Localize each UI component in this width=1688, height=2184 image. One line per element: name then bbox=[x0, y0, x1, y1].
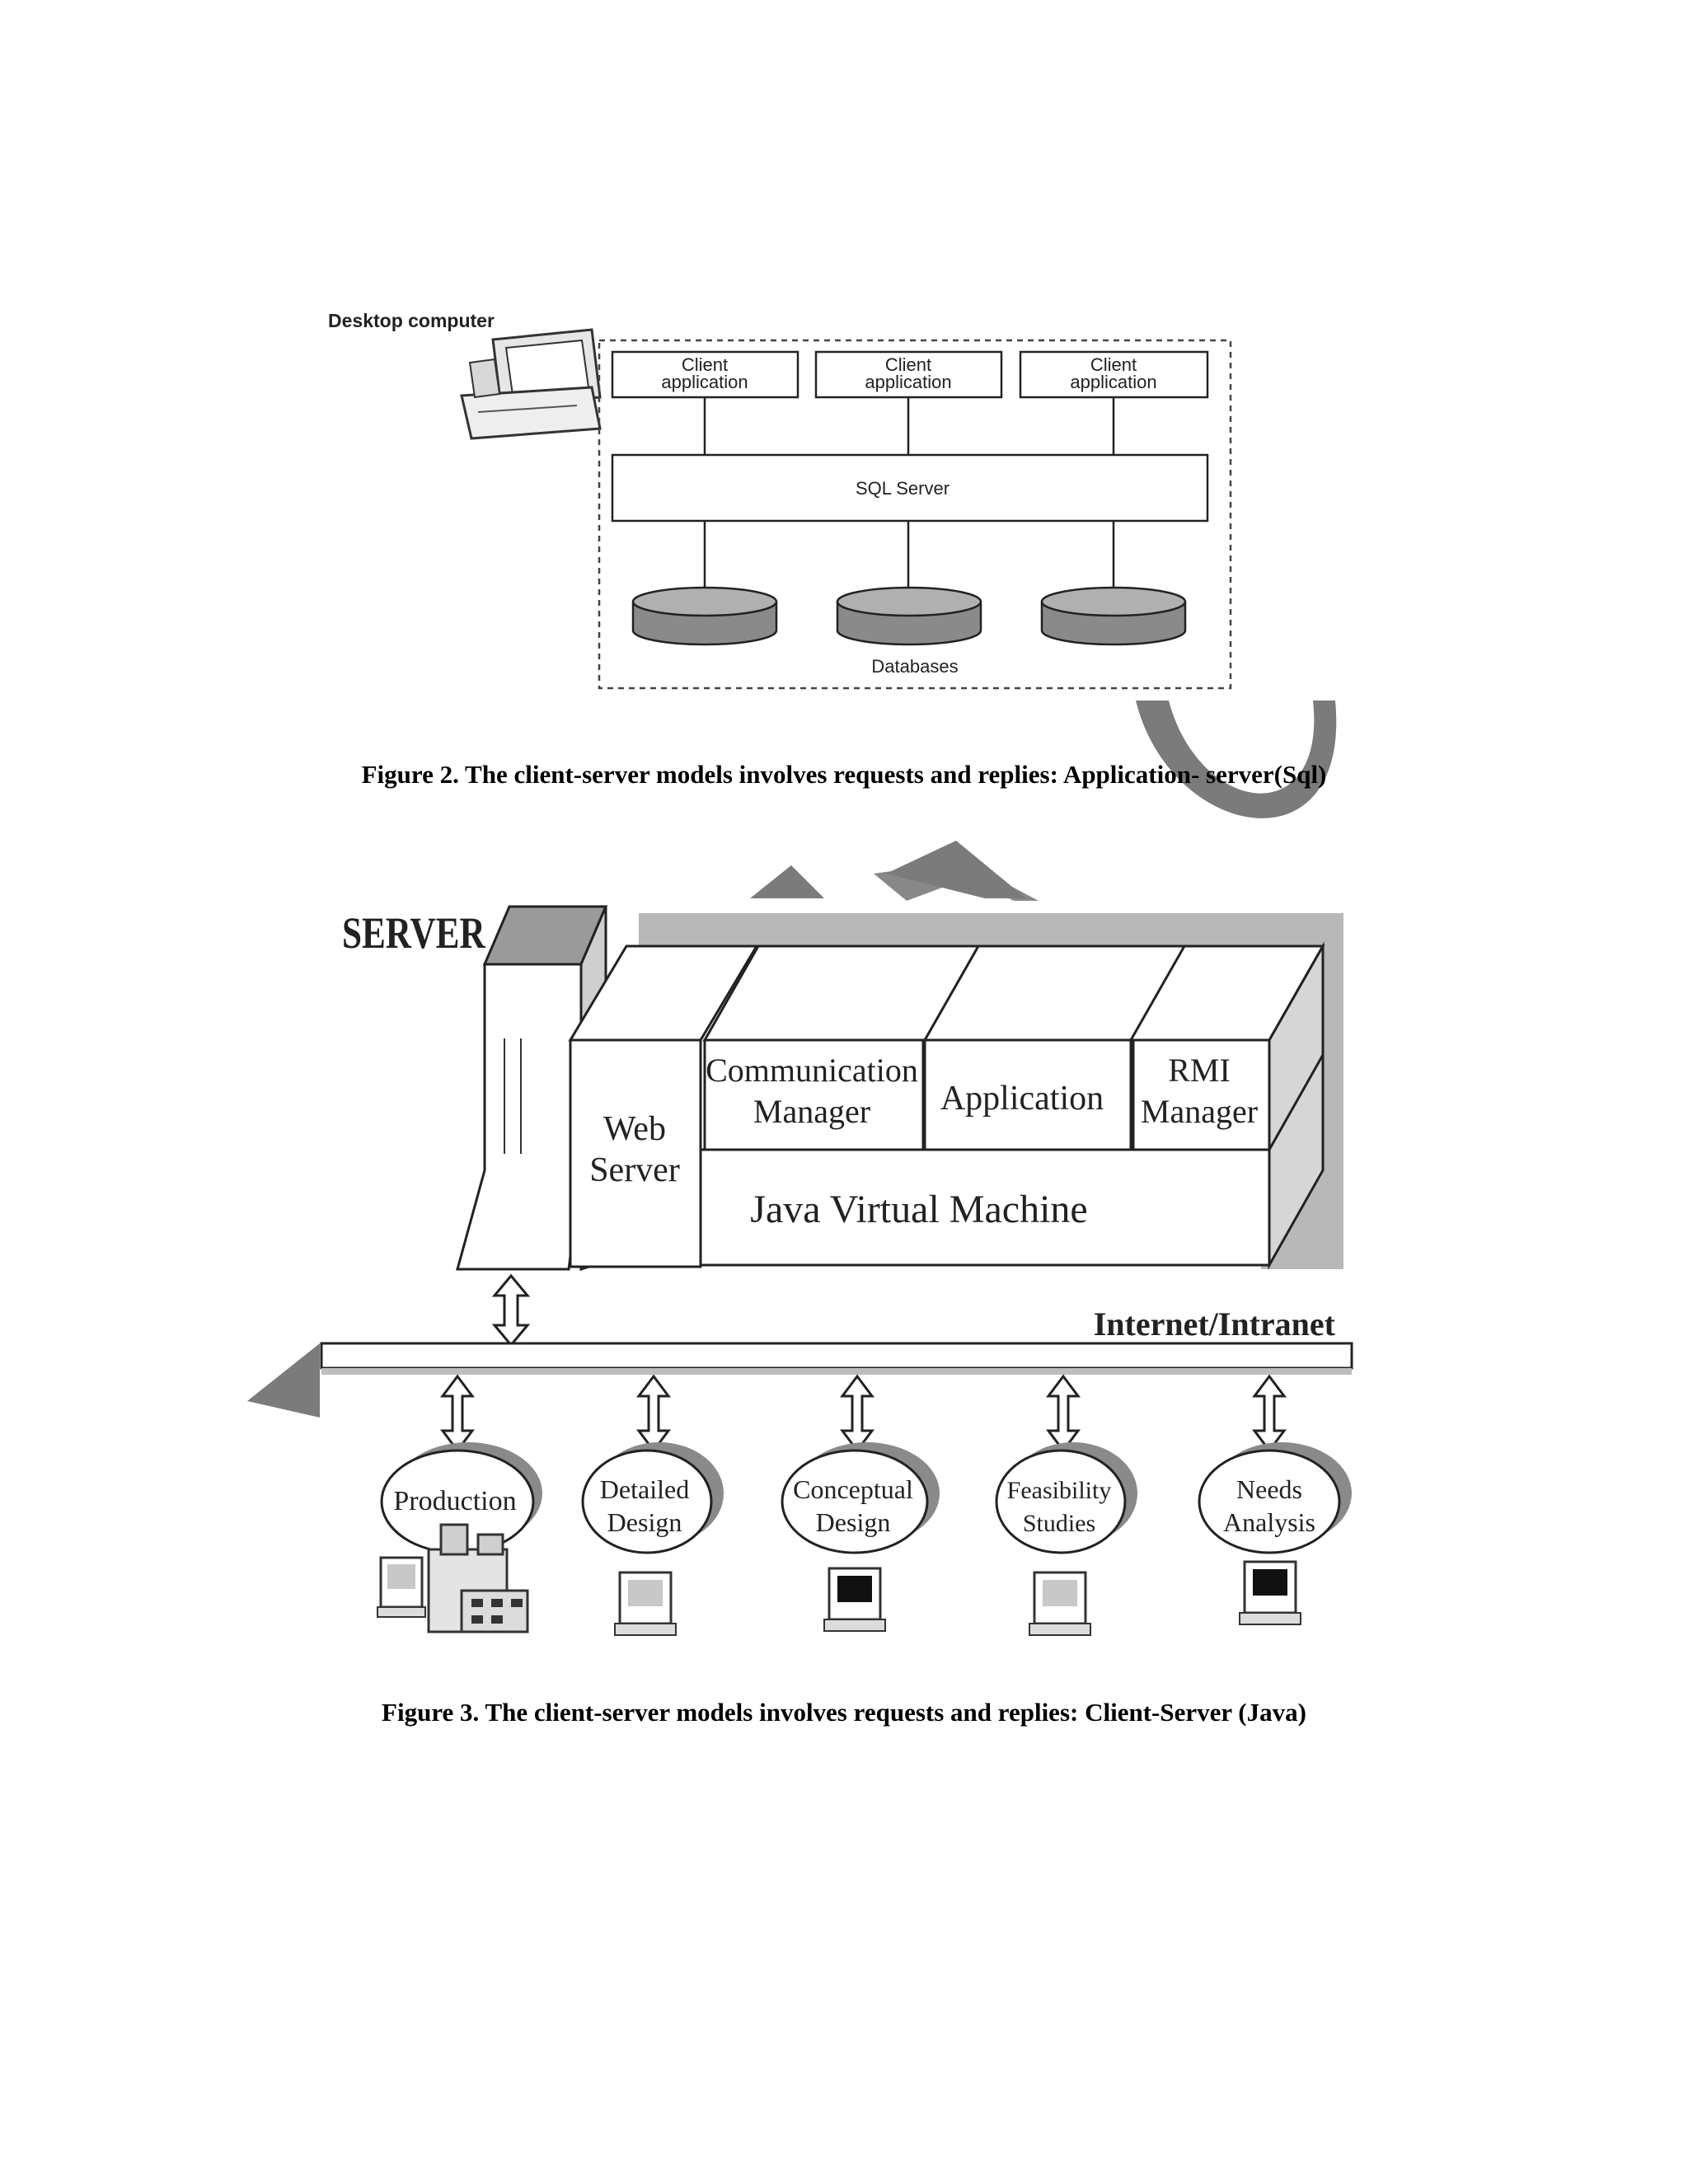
client-label-line2: Design bbox=[816, 1507, 891, 1537]
application-label: Application bbox=[940, 1080, 1104, 1118]
client-label-line2: Studies bbox=[1023, 1510, 1095, 1537]
client-application-box: Client application bbox=[1019, 350, 1209, 399]
figure-3-caption: Figure 3. The client-server models invol… bbox=[382, 1698, 1306, 1727]
database-icon bbox=[631, 586, 778, 646]
client-label-line2: Design bbox=[607, 1507, 682, 1537]
client-box-line1: Client bbox=[1090, 354, 1137, 375]
sql-server-label: SQL Server bbox=[856, 478, 950, 499]
sql-server-box: SQL Server bbox=[611, 453, 1209, 523]
client-label-line1: Detailed bbox=[600, 1474, 689, 1504]
rmi-manager-box: RMI Manager bbox=[1132, 1038, 1271, 1151]
double-arrow-icon bbox=[491, 1273, 531, 1347]
client-label-line1: Production bbox=[393, 1486, 516, 1516]
communication-manager-line2: Manager bbox=[753, 1093, 870, 1130]
computer-terminal-icon bbox=[1239, 1560, 1301, 1625]
communication-manager-line1: Communication bbox=[706, 1052, 918, 1089]
communication-manager-box: Communication Manager bbox=[703, 1038, 925, 1151]
system-boundary bbox=[598, 339, 1232, 690]
figure-2-diagram: Desktop computer Client application Clie… bbox=[328, 310, 1232, 690]
web-server-line2: Server bbox=[589, 1151, 680, 1189]
client-node-conceptual-design: Conceptual Design bbox=[781, 1374, 940, 1632]
client-node-detailed-design: Detailed Design bbox=[581, 1374, 724, 1636]
client-box-line1: Client bbox=[682, 354, 728, 375]
client-box-line2: application bbox=[1070, 372, 1156, 392]
figure-2-caption: Figure 2. The client-server models invol… bbox=[361, 760, 1327, 789]
rmi-manager-line2: Manager bbox=[1141, 1093, 1258, 1130]
jvm-label: Java Virtual Machine bbox=[750, 1188, 1087, 1231]
internet-intranet-label: Internet/Intranet bbox=[1094, 1305, 1336, 1343]
client-node-needs-analysis: Needs Analysis bbox=[1198, 1374, 1352, 1625]
factory-icon bbox=[427, 1523, 529, 1633]
client-box-line1: Client bbox=[885, 354, 931, 375]
client-node-production: Production bbox=[377, 1374, 542, 1633]
java-virtual-machine-box: Java Virtual Machine bbox=[699, 1148, 1271, 1267]
client-box-line2: application bbox=[865, 372, 951, 392]
computer-terminal-icon bbox=[1029, 1571, 1091, 1636]
client-box-line2: application bbox=[661, 372, 748, 392]
desktop-computer-label: Desktop computer bbox=[328, 310, 495, 331]
databases-label: Databases bbox=[871, 656, 958, 677]
client-application-box: Client application bbox=[611, 350, 799, 399]
rmi-manager-line1: RMI bbox=[1168, 1052, 1231, 1089]
client-label-line1: Feasibility bbox=[1007, 1477, 1112, 1504]
network-bus bbox=[320, 1342, 1353, 1375]
client-node-feasibility-studies: Feasibility Studies bbox=[995, 1374, 1137, 1636]
database-icon bbox=[1040, 586, 1187, 646]
web-server-box: Web Server bbox=[568, 944, 759, 1268]
client-label-line1: Conceptual bbox=[793, 1474, 913, 1504]
computer-terminal-icon bbox=[823, 1567, 886, 1632]
database-icon bbox=[836, 586, 982, 646]
client-label-line2: Analysis bbox=[1223, 1507, 1315, 1537]
server-title: SERVER bbox=[342, 907, 485, 958]
web-server-line1: Web bbox=[603, 1110, 666, 1148]
client-label-line1: Needs bbox=[1236, 1474, 1302, 1504]
computer-terminal-icon bbox=[377, 1556, 426, 1618]
application-box: Application bbox=[923, 1038, 1132, 1151]
computer-terminal-icon bbox=[614, 1571, 677, 1636]
